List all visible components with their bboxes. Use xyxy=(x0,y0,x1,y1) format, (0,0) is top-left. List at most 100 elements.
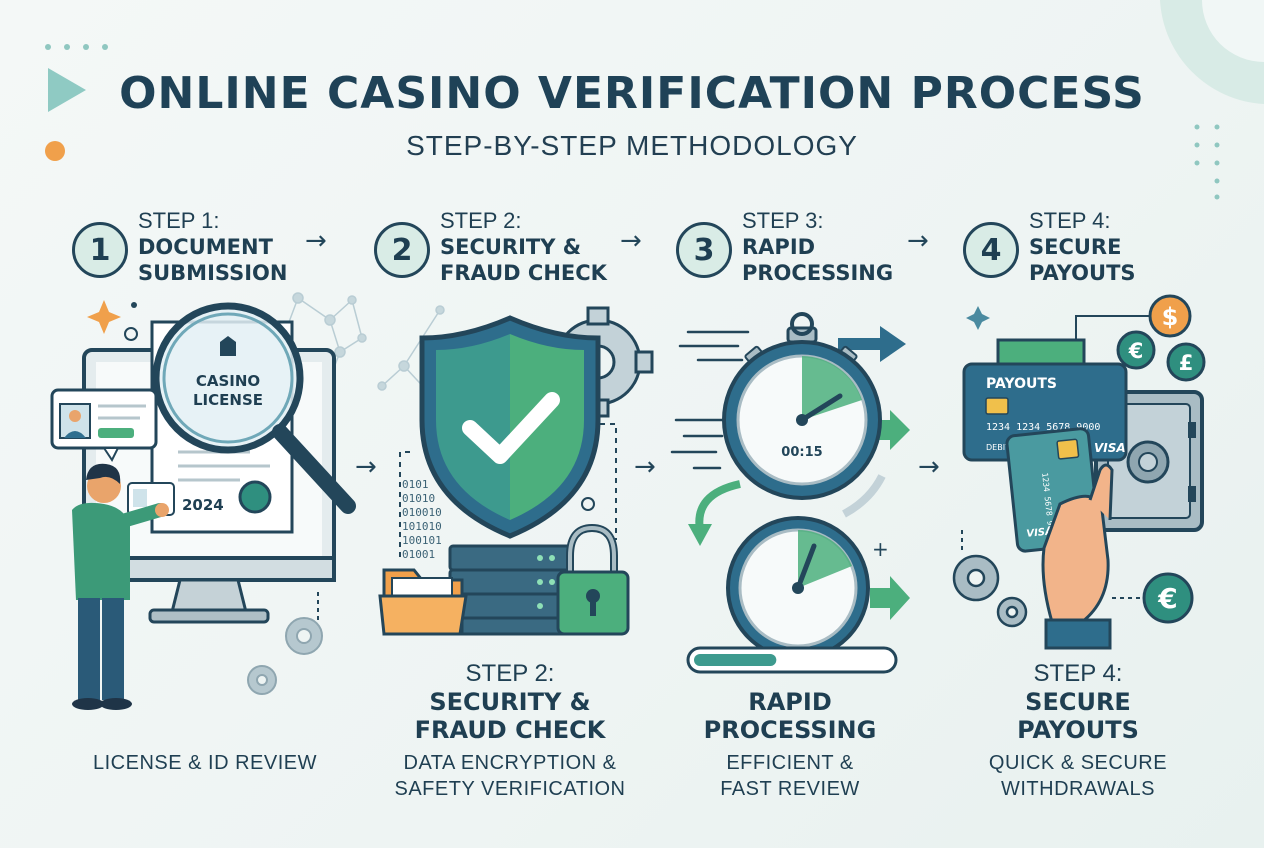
step-3-header: 3 STEP 3: RAPID PROCESSING xyxy=(676,208,893,286)
step-1-title-line1: DOCUMENT xyxy=(138,235,273,259)
step-4-lower-line1: SECURE xyxy=(1025,688,1131,716)
payout-card-label: PAYOUTS xyxy=(986,376,1057,392)
step-4-header: 4 STEP 4: SECURE PAYOUTS xyxy=(963,208,1136,286)
curved-arrow-icon xyxy=(695,480,741,531)
step-4-label: STEP 4: xyxy=(1029,208,1111,233)
step-2-label: STEP 2: xyxy=(440,208,522,233)
play-triangle-icon xyxy=(48,68,86,112)
step-2-number-badge: 2 xyxy=(374,222,430,278)
arrow-right-icon xyxy=(838,326,906,362)
speed-lines xyxy=(670,330,750,470)
step-3-label: STEP 3: xyxy=(742,208,824,233)
step-2-caption-line1: DATA ENCRYPTION & xyxy=(403,752,617,774)
flow-arrow-3: → xyxy=(907,226,929,256)
arrow-right-icon xyxy=(870,576,910,620)
dollar-symbol: $ xyxy=(1162,303,1179,331)
flow-arrow-lower-3: → xyxy=(918,452,940,482)
corner-decoration xyxy=(45,0,1264,200)
svg-text:+: + xyxy=(872,537,889,561)
pound-symbol: £ xyxy=(1179,351,1194,375)
chip-icon xyxy=(985,397,1009,415)
step-2-title-line2: FRAUD CHECK xyxy=(440,261,607,285)
step-4-lower-line2: PAYOUTS xyxy=(1017,716,1139,744)
step-4-lower-label: STEP 4: xyxy=(1033,660,1123,687)
step-4-caption-line2: WITHDRAWALS xyxy=(1000,778,1155,800)
flow-arrow-lower-2: → xyxy=(634,452,656,482)
hand-icon xyxy=(1041,463,1114,650)
orange-dot xyxy=(45,141,65,161)
step-3-number-badge: 3 xyxy=(676,222,732,278)
binary-line: 01001 xyxy=(402,548,435,561)
person-icon xyxy=(72,463,169,710)
step-2-lower-line2: FRAUD CHECK xyxy=(414,716,606,744)
step-1-label: STEP 1: xyxy=(138,208,220,233)
step-2-title-line1: SECURITY & xyxy=(440,235,582,259)
page-title: ONLINE CASINO VERIFICATION PROCESS xyxy=(119,68,1145,119)
step-4-lower-heading: STEP 4: SECURE PAYOUTS xyxy=(958,660,1198,744)
folder-icon xyxy=(378,568,468,636)
binary-line: 101010 xyxy=(402,520,442,533)
step-2-lower-line1: SECURITY & xyxy=(429,688,591,716)
euro-coin-icon xyxy=(1142,572,1194,624)
step-3-title-line1: RAPID xyxy=(742,235,816,259)
binary-line: 100101 xyxy=(402,534,442,547)
step-1-title-line2: SUBMISSION xyxy=(138,261,288,285)
timer-readout: 00:15 xyxy=(781,445,822,460)
pound-coin-icon xyxy=(1166,342,1206,382)
step-4-number-badge: 4 xyxy=(963,222,1019,278)
stopwatch-icon xyxy=(726,516,870,660)
step-2-lower-heading: STEP 2: SECURITY & FRAUD CHECK xyxy=(390,660,630,744)
deco-dot xyxy=(83,44,89,50)
page-subtitle: STEP-BY-STEP METHODOLOGY xyxy=(406,130,858,161)
step-1-caption: LICENSE & ID REVIEW xyxy=(50,750,360,776)
step-1-number-badge: 1 xyxy=(72,222,128,278)
euro-symbol: € xyxy=(1128,339,1144,363)
step-2-lower-label: STEP 2: xyxy=(465,660,555,687)
checkmark-icon xyxy=(462,392,560,464)
card-number: 1234 1234 5678 9000 xyxy=(986,422,1100,433)
step-3-lower-line2: PROCESSING xyxy=(703,716,877,744)
license-line1: CASINO xyxy=(195,372,261,390)
step-3-caption: EFFICIENT & FAST REVIEW xyxy=(680,750,900,802)
flow-arrow-lower-1: → xyxy=(355,452,377,482)
magnifier-icon xyxy=(152,302,304,454)
binary-line: 0101 xyxy=(402,478,429,491)
flow-arrow-1: → xyxy=(305,226,327,256)
crest-icon xyxy=(220,336,236,356)
euro-symbol-large: € xyxy=(1157,582,1177,615)
seal-icon xyxy=(238,480,272,514)
card-brand: VISA xyxy=(1094,441,1126,455)
license-line2: LICENSE xyxy=(193,391,263,409)
deco-dot xyxy=(64,44,70,50)
deco-dot xyxy=(102,44,108,50)
deco-dot-grid xyxy=(1194,124,1220,200)
gear-icon xyxy=(952,554,1028,628)
step-1-header: 1 STEP 1: DOCUMENT SUBMISSION xyxy=(72,208,287,286)
deco-dot xyxy=(45,44,51,50)
step-4-title-line2: PAYOUTS xyxy=(1029,261,1136,285)
step-3-title-line2: PROCESSING xyxy=(742,261,894,285)
euro-coin-icon xyxy=(1116,330,1156,370)
step-2-caption-line2: SAFETY VERIFICATION xyxy=(394,778,626,800)
card-brand-small: VISA xyxy=(1026,526,1053,540)
flow-arrow-2: → xyxy=(620,226,642,256)
sparkle-icon xyxy=(966,306,990,330)
step-4-caption: QUICK & SECURE WITHDRAWALS xyxy=(960,750,1196,802)
binary-line: 010010 xyxy=(402,506,442,519)
license-text: CASINO LICENSE xyxy=(168,372,288,410)
step-3-caption-line1: EFFICIENT & xyxy=(726,752,854,774)
chip-icon xyxy=(1056,438,1080,460)
padlock-icon xyxy=(556,523,630,636)
binary-line: 01010 xyxy=(402,492,435,505)
license-year: 2024 xyxy=(182,496,224,514)
step-1-caption-line1: LICENSE & ID REVIEW xyxy=(93,752,317,774)
step-2-caption: DATA ENCRYPTION & SAFETY VERIFICATION xyxy=(370,750,650,802)
gear-icon xyxy=(247,617,323,695)
progress-bar-fill xyxy=(694,654,777,666)
step-2-header: 2 STEP 2: SECURITY & FRAUD CHECK xyxy=(374,208,607,286)
card-debit-label: DEBIT xyxy=(986,443,1010,452)
